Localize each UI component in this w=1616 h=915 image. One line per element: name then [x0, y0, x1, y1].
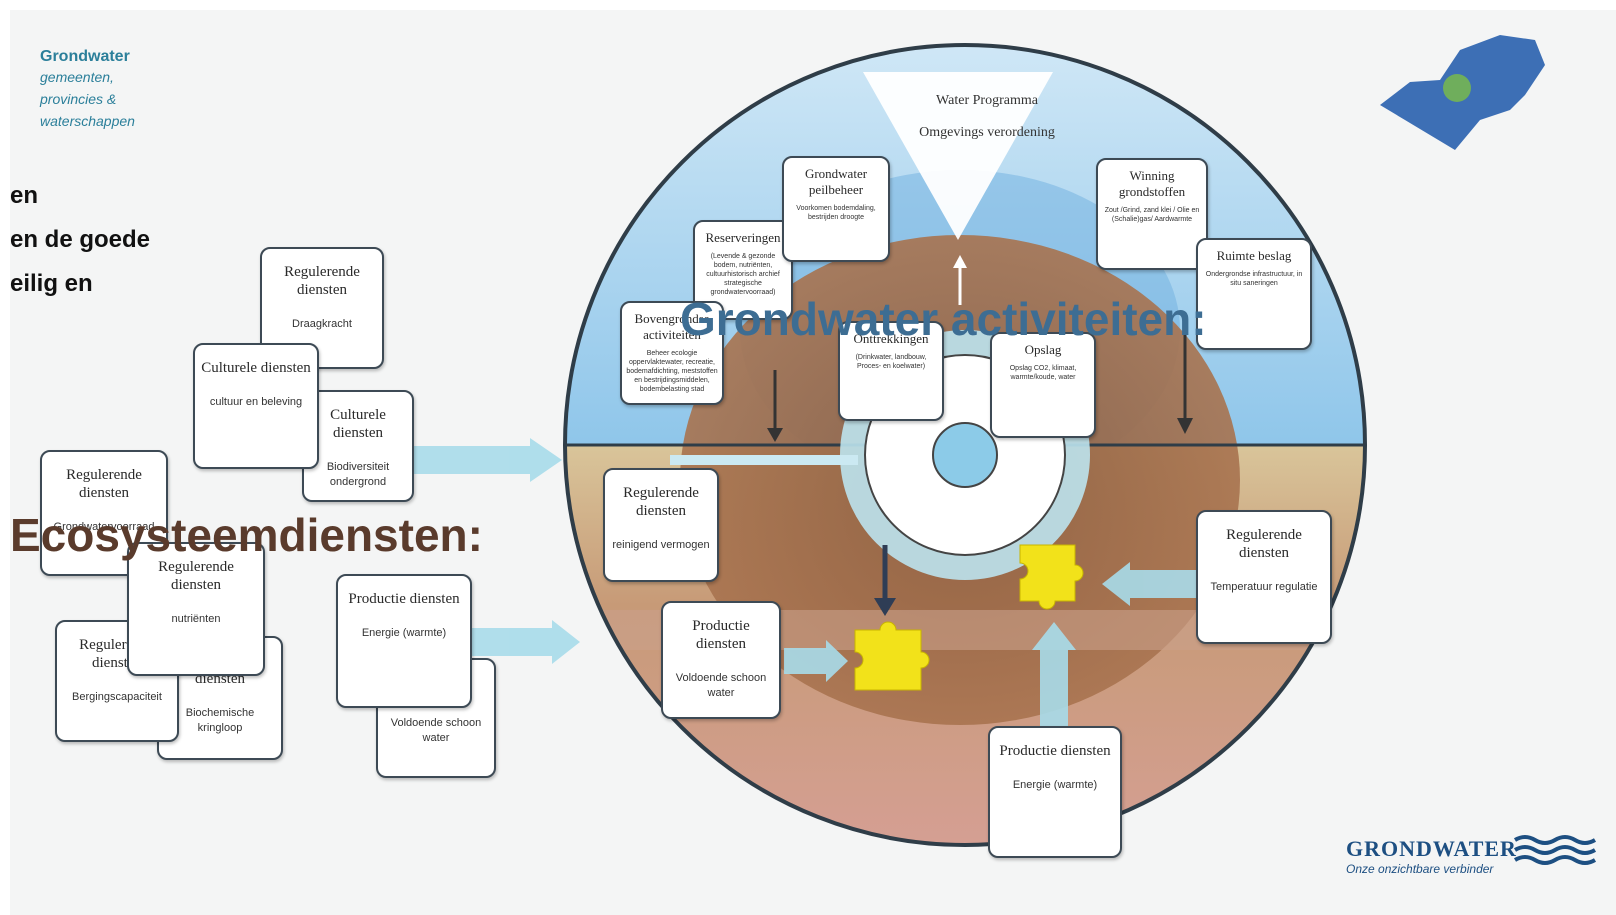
- activity-card: Ruimte beslag Ondergrondse infrastructuu…: [1196, 238, 1312, 350]
- card-title: Regulerende diensten: [623, 485, 699, 519]
- card-desc: nutriënten: [171, 613, 221, 625]
- activity-card: Bovengrondse activiteiten Beheer ecologi…: [620, 301, 724, 405]
- card-desc: Energie (warmte): [361, 627, 447, 639]
- org-line: gemeenten,: [40, 69, 114, 85]
- card-title: Productie diensten: [999, 743, 1111, 759]
- puzzle-pieces: [854, 544, 1084, 691]
- program-title: Water Programma: [936, 93, 1038, 108]
- card-desc: Beheer ecologie oppervlaktewater, recrea…: [626, 350, 718, 393]
- netherlands-map-icon: [1380, 35, 1545, 150]
- card-desc: Zout /Grind, zand klei / Olie en (Schali…: [1104, 207, 1200, 223]
- program-triangle: [863, 72, 1053, 240]
- card-desc: Energie (warmte): [1012, 779, 1098, 791]
- card-title: Regulerende diensten: [284, 264, 360, 298]
- org-title: Grondwater: [40, 48, 130, 65]
- arrowhead-down-center: [874, 598, 896, 616]
- card-title: Regulerende diensten: [66, 467, 142, 501]
- service-card: Regulerende diensten Temperatuur regulat…: [1196, 510, 1332, 644]
- diagram-page: Grondwater gemeenten, provincies & water…: [10, 10, 1616, 915]
- card-title: Ruimte beslag: [1216, 248, 1292, 263]
- card-title: Winning grondstoffen: [1118, 168, 1186, 199]
- eco-card: Productie diensten Energie (warmte): [336, 574, 472, 708]
- eco-card: Culturele diensten cultuur en beleving: [193, 343, 319, 469]
- card-title: Productie diensten: [348, 591, 460, 607]
- card-title: Culturele diensten: [330, 407, 386, 441]
- card-desc: Biochemische kringloop: [185, 707, 255, 734]
- card-desc: Biodiversiteit ondergrond: [326, 461, 390, 488]
- card-desc: cultuur en beleving: [209, 396, 303, 408]
- activity-card: Reserveringen (Levende & gezonde bodem, …: [693, 220, 793, 320]
- service-card: Productie diensten Voldoende schoon wate…: [661, 601, 781, 719]
- arrowhead-up: [953, 255, 967, 268]
- card-desc: Grondwatervoorraad: [53, 521, 155, 533]
- activity-card: Grondwater peilbeheer Voorkomen bodemdal…: [782, 156, 890, 262]
- activity-card: Onttrekkingen (Drinkwater, landbouw, Pro…: [838, 321, 944, 421]
- service-card: Regulerende diensten reinigend vermogen: [603, 468, 719, 582]
- card-desc: Opslag CO2, klimaat, warmte/koude, water: [1009, 365, 1077, 381]
- card-desc: Temperatuur regulatie: [1210, 581, 1318, 593]
- arrowhead-down-right: [1177, 418, 1193, 434]
- program-subtitle: Omgevings verordening: [919, 125, 1055, 140]
- water-programma: Water Programma Omgevings verordening: [907, 92, 1067, 156]
- card-title: Opslag: [1024, 342, 1062, 357]
- card-desc: Draagkracht: [292, 318, 352, 330]
- eco-card: Regulerende diensten nutriënten: [127, 542, 265, 676]
- brand-name: GRONDWATER: [1346, 836, 1517, 861]
- card-title: Reserveringen: [705, 230, 781, 245]
- card-title: Onttrekkingen: [853, 331, 929, 346]
- card-desc: Voorkomen bodemdaling, bestrijden droogt…: [796, 205, 876, 221]
- text-fragment: eilig en: [10, 270, 93, 297]
- card-desc: Voldoende schoon water: [390, 717, 482, 744]
- card-title: Regulerende diensten: [1226, 527, 1302, 561]
- brand-tagline: Onze onzichtbare verbinder: [1346, 862, 1494, 876]
- heading-ecosysteemdiensten: Ecosysteemdiensten:: [10, 509, 483, 561]
- card-desc: Ondergrondse infrastructuur, in situ san…: [1205, 271, 1303, 287]
- card-desc: (Levende & gezonde bodem, nutriënten, cu…: [706, 253, 780, 296]
- org-line: waterschappen: [40, 113, 135, 129]
- card-desc: reinigend vermogen: [612, 539, 710, 551]
- table-center: [932, 422, 998, 488]
- card-title: Grondwater peilbeheer: [804, 166, 868, 197]
- card-title: Regulerende diensten: [158, 559, 234, 593]
- text-fragment: en: [10, 182, 39, 209]
- service-card: Productie diensten Energie (warmte): [988, 726, 1122, 858]
- card-desc: Voldoende schoon water: [675, 672, 767, 699]
- org-header: Grondwater gemeenten, provincies & water…: [40, 48, 135, 132]
- card-desc: Bergingscapaciteit: [72, 691, 162, 703]
- card-title: Bovengrondse activiteiten: [634, 311, 710, 342]
- activity-card: Winning grondstoffen Zout /Grind, zand k…: [1096, 158, 1208, 270]
- arrowhead-down-left: [767, 428, 783, 442]
- card-desc: (Drinkwater, landbouw, Proces- en koelwa…: [855, 354, 927, 370]
- card-title: Culturele diensten: [201, 360, 311, 376]
- heading-grondwater-activiteiten: Grondwater activiteiten:: [680, 293, 1207, 345]
- brand-logo: GRONDWATER Onze onzichtbare verbinder: [1346, 836, 1517, 876]
- text-fragment: en de goede: [10, 226, 151, 253]
- org-line: provincies &: [40, 91, 117, 107]
- brand-waves-icon: [1513, 835, 1597, 865]
- flow-arrows: [400, 438, 1200, 730]
- card-title: Productie diensten: [692, 618, 750, 652]
- activity-card: Opslag Opslag CO2, klimaat, warmte/koude…: [990, 332, 1096, 438]
